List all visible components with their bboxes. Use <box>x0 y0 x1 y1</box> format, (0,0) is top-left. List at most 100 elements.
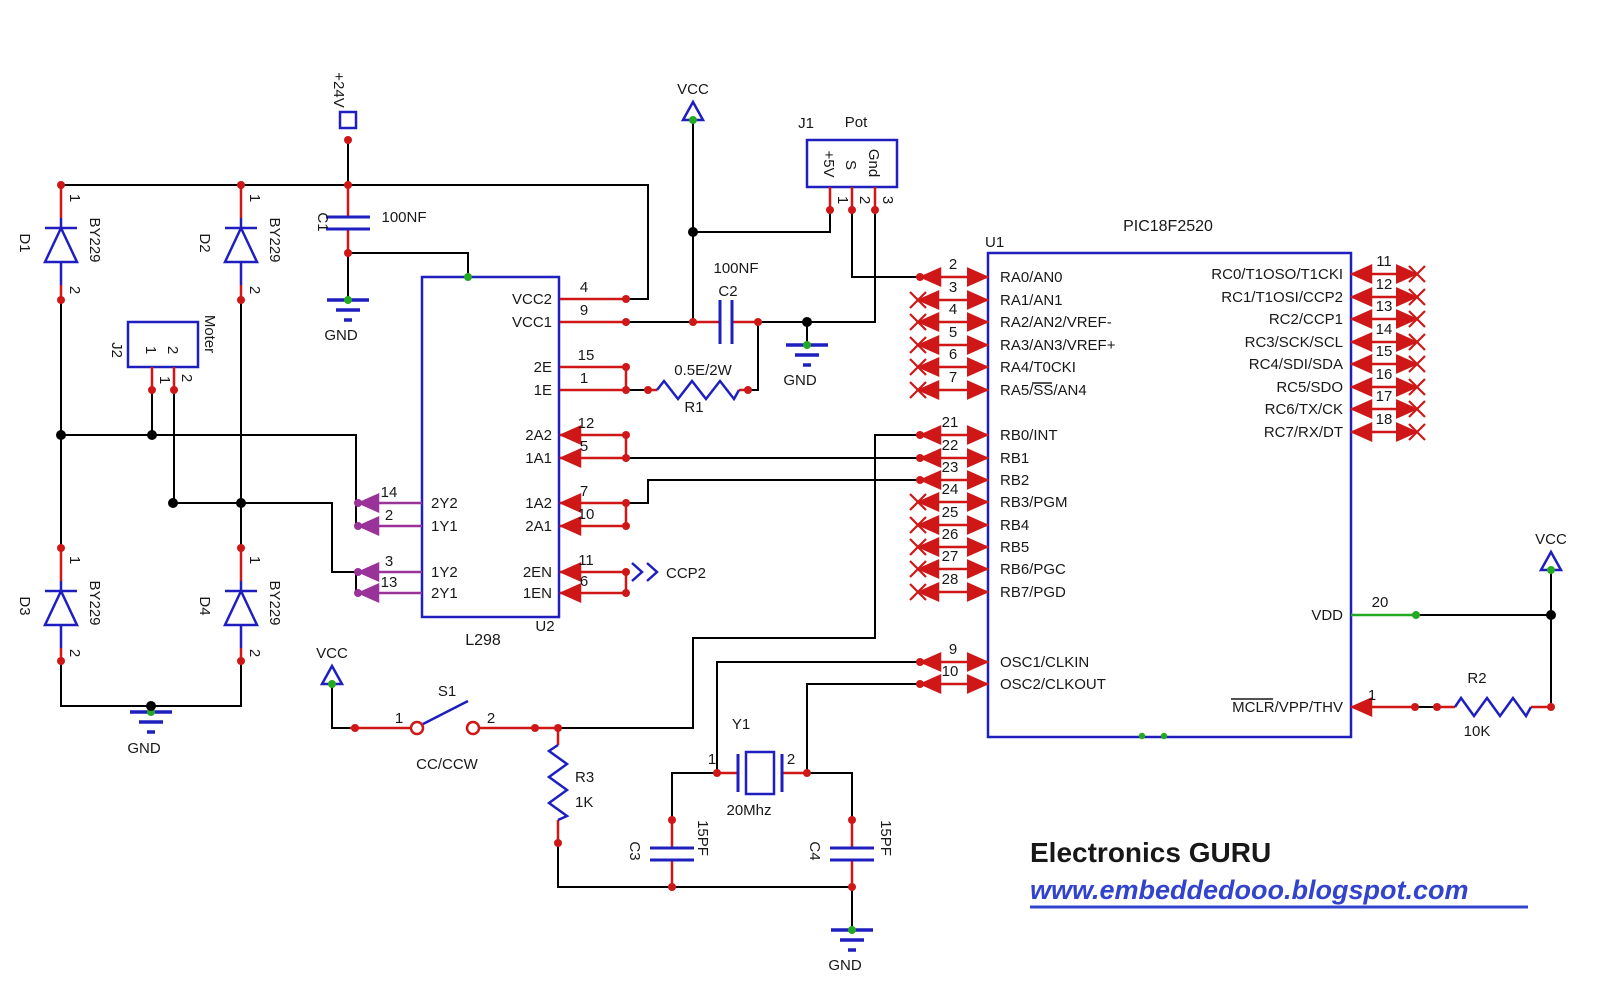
pin-name: RB4 <box>1000 517 1029 534</box>
pin-number: 2 <box>164 346 181 354</box>
vcc-symbol-right: VCC <box>1535 531 1567 576</box>
pin-number: 10 <box>942 663 959 680</box>
part-label: L298 <box>465 632 501 649</box>
pin-name: OSC1/CLKIN <box>1000 654 1089 671</box>
pin-name: RB1 <box>1000 450 1029 467</box>
ref-label: J1 <box>798 115 814 132</box>
pin-number: 2 <box>856 196 873 204</box>
pin-name: RB3/PGM <box>1000 494 1068 511</box>
ref-label: D2 <box>196 233 213 252</box>
ref-label: U1 <box>985 234 1004 251</box>
pin-number: 1 <box>1368 687 1376 704</box>
ref-label: R1 <box>684 399 703 416</box>
pin-number: 21 <box>942 414 959 431</box>
pin-name: 2A2 <box>525 427 552 444</box>
pin-name: RC4/SDI/SDA <box>1249 356 1343 373</box>
vcc-label: VCC <box>1535 531 1567 548</box>
pin-number: 1 <box>395 710 403 727</box>
pin-name: VDD <box>1311 607 1343 624</box>
resistor-r2: R2 10K <box>1437 670 1551 740</box>
capacitor-c1: C1 100NF <box>314 185 427 253</box>
pin-number: 3 <box>949 279 957 296</box>
pin-name: OSC2/CLKOUT <box>1000 676 1106 693</box>
gnd-symbol-c2: GND <box>783 339 830 389</box>
vcc-label: VCC <box>677 81 709 98</box>
capacitor-c2: 100NF C2 <box>693 260 759 344</box>
ref-label: R2 <box>1467 670 1486 687</box>
gnd-label: GND <box>324 327 358 344</box>
part-label: BY229 <box>86 580 103 625</box>
pin-number: 2 <box>949 256 957 273</box>
ref-label: D1 <box>16 233 33 252</box>
ic-u1-pic18f2520: U1 PIC18F2520 <box>908 218 1427 740</box>
pin-number: 4 <box>580 279 588 296</box>
pin-number: 25 <box>942 504 959 521</box>
pin-name: 1E <box>534 382 552 399</box>
crystal-y1: Y1 1 2 20Mhz <box>708 716 807 819</box>
pin-number: 3 <box>385 553 393 570</box>
connector-j2-motor: J2 Moter 1 2 1 2 <box>108 315 218 390</box>
pin-name: RC5/SDO <box>1276 379 1343 396</box>
pin-name: 1Y1 <box>431 518 458 535</box>
diode-d4: D4 BY229 1 2 <box>196 550 283 661</box>
branding: Electronics GURU www.embeddedooo.blogspo… <box>1030 837 1528 909</box>
pin-number: 6 <box>580 573 588 590</box>
pin-name: RB6/PGC <box>1000 561 1066 578</box>
vcc-symbol-top: VCC <box>677 81 709 126</box>
pin-number: 6 <box>949 346 957 363</box>
pin-name: RB7/PGD <box>1000 584 1066 601</box>
brand-url[interactable]: www.embeddedooo.blogspot.com <box>1030 875 1469 905</box>
pin-number: 5 <box>949 324 957 341</box>
gnd-label: GND <box>127 740 161 757</box>
pin-name: S <box>842 160 859 170</box>
gnd-symbol-bridge: GND <box>127 706 174 757</box>
pin-number: 1 <box>156 376 173 384</box>
vss-pin-mark <box>1138 732 1146 740</box>
pin-number: 11 <box>578 552 594 569</box>
diode-d1: D1 BY229 1 2 <box>16 187 103 300</box>
brand-title: Electronics GURU <box>1030 837 1271 868</box>
pin-number: 2 <box>66 286 83 294</box>
pin-number: 7 <box>580 483 588 500</box>
pin-number: 28 <box>942 571 959 588</box>
pin-number: 16 <box>1376 366 1393 383</box>
connector-name: Moter <box>201 315 218 353</box>
pin-name: RA5/SS/AN4 <box>1000 382 1087 399</box>
pin-name: RC6/TX/CK <box>1265 401 1343 418</box>
ref-label: C2 <box>718 283 737 300</box>
pin-name: +5V <box>820 150 837 177</box>
pin-number: 17 <box>1376 388 1393 405</box>
pin-name: RA1/AN1 <box>1000 292 1063 309</box>
pin-number: 1 <box>142 346 159 354</box>
capacitor-c4: C4 15PF <box>806 820 894 887</box>
pin-number: 3 <box>879 196 896 204</box>
pin-number: 2 <box>385 507 393 524</box>
pin-number: 1 <box>246 556 263 564</box>
pin-name: RC0/T1OSO/T1CKI <box>1211 266 1343 283</box>
pin-number: 2 <box>246 649 263 657</box>
vcc-symbol-switch: VCC <box>316 645 348 690</box>
pin-number: 20 <box>1372 594 1389 611</box>
gnd-symbol-c1: GND <box>324 294 371 344</box>
pin-number: 22 <box>942 437 959 454</box>
pin-number: 2 <box>487 710 495 727</box>
pin-number: 1 <box>246 194 263 202</box>
pin-number: 1 <box>66 194 83 202</box>
pin-name: 2EN <box>523 564 552 581</box>
plus24v-label: +24V <box>330 72 347 107</box>
pin-number: 14 <box>1376 321 1393 338</box>
wires <box>60 120 1552 929</box>
value-label: 1K <box>575 794 593 811</box>
pin-name: RA2/AN2/VREF- <box>1000 314 1112 331</box>
gnd-label: GND <box>828 957 862 974</box>
pin-number: 1 <box>708 751 716 768</box>
pin-number: 5 <box>580 438 588 455</box>
value-label: 100NF <box>713 260 758 277</box>
pin-number: 15 <box>578 347 595 364</box>
pin-number: 14 <box>381 484 398 501</box>
ref-label: S1 <box>438 683 456 700</box>
connector-j1-pot: J1 Pot +5V S Gnd 1 2 3 <box>798 114 899 210</box>
value-label: 15PF <box>877 820 894 856</box>
pin-name: MCLR/VPP/THV <box>1232 699 1343 716</box>
